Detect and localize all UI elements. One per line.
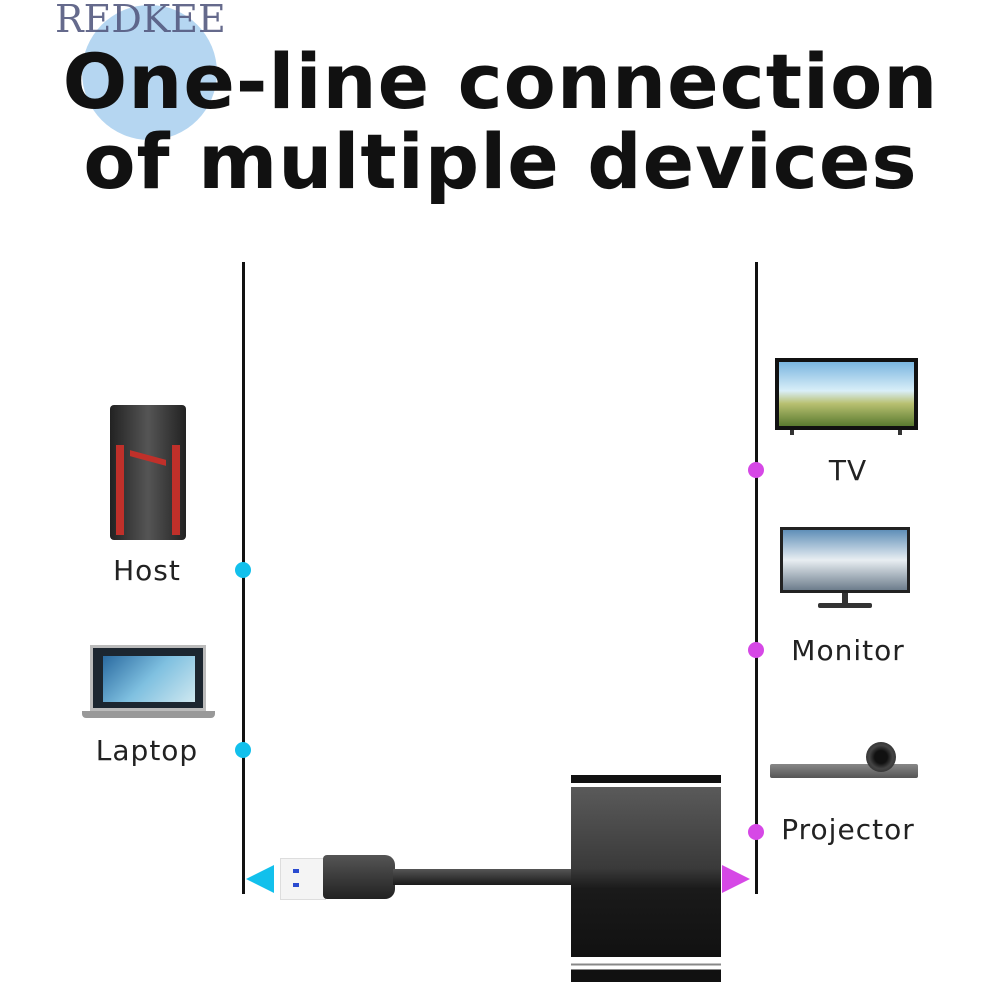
monitor-neck [842, 593, 848, 605]
projector-dot [748, 824, 764, 840]
device-label-tv: TV [828, 454, 868, 487]
tv-stand [790, 430, 902, 435]
laptop-icon [90, 645, 206, 711]
headline-line-2: of multiple devices [83, 117, 918, 206]
laptop-base [82, 711, 215, 718]
device-label-host: Host [113, 554, 181, 587]
watermark-logo [82, 5, 217, 140]
output-line [755, 262, 758, 894]
host-dot [235, 562, 251, 578]
headline-line-1: One-line connection [62, 37, 939, 126]
projector-lens [866, 742, 896, 772]
device-label-projector: Projector [781, 813, 915, 846]
desktop-tower-icon [110, 405, 186, 540]
adapter-body [571, 775, 721, 982]
watermark-text: REDKEE [55, 0, 226, 41]
output-arrow-icon [722, 865, 750, 893]
monitor-icon [780, 527, 910, 593]
device-label-laptop: Laptop [95, 734, 199, 767]
tv-icon [775, 358, 918, 430]
input-arrow-icon [246, 865, 274, 893]
laptop-dot [235, 742, 251, 758]
monitor-base [818, 603, 872, 608]
projector-icon [770, 764, 918, 778]
tv-dot [748, 462, 764, 478]
monitor-dot [748, 642, 764, 658]
usb-connector-housing [323, 855, 395, 899]
input-line [242, 262, 245, 894]
adapter-cable [393, 869, 573, 885]
device-label-monitor: Monitor [791, 634, 905, 667]
usb-plug [280, 858, 326, 900]
